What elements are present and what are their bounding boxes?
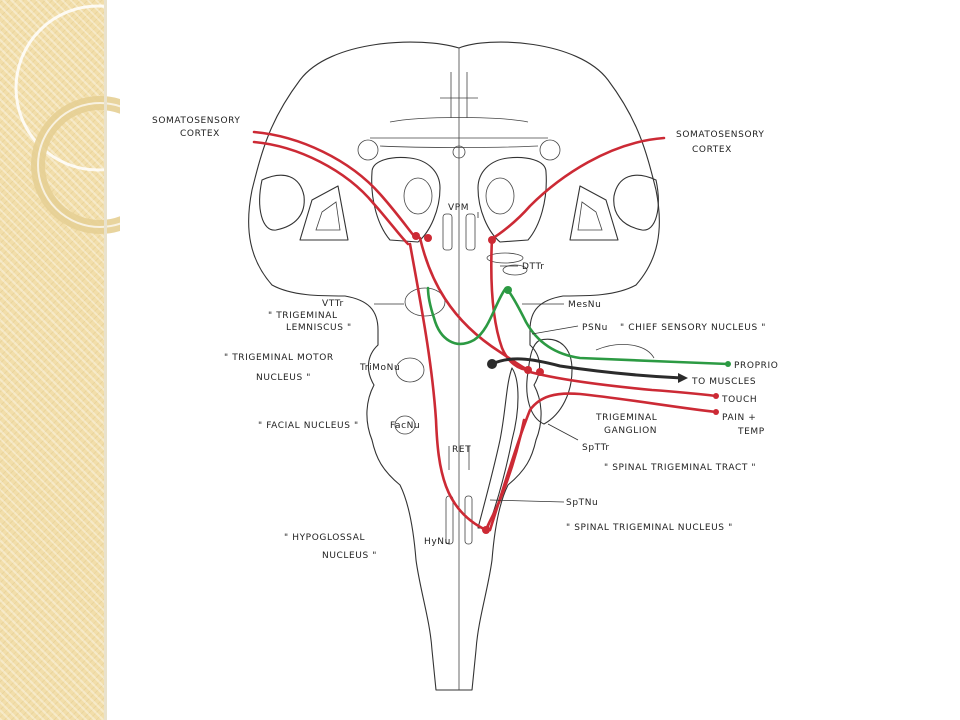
pain-receptor <box>713 409 719 415</box>
brain-outline <box>248 41 660 691</box>
slide-edge <box>104 0 107 720</box>
pathway-motor <box>490 357 684 380</box>
label-facnu: FacNu <box>390 421 420 431</box>
label-pain-temp-1: PAIN + <box>722 413 756 423</box>
label-to-muscles: TO MUSCLES <box>691 377 756 387</box>
proprio-receptor <box>725 361 731 367</box>
label-spttr: SpTTr <box>582 443 610 453</box>
pathway-left-cortex-2 <box>252 140 410 246</box>
label-somato-left-1: SOMATOSENSORY <box>152 116 241 126</box>
label-pain-temp-2: TEMP <box>737 427 765 437</box>
vpm-right-neuron <box>488 236 496 244</box>
pathway-vpm-to-psnu <box>490 236 532 372</box>
sptnu-neuron <box>482 526 490 534</box>
label-proprio: PROPRIO <box>734 361 778 371</box>
label-somato-right-2: CORTEX <box>692 145 732 155</box>
label-mesnu: MesNu <box>568 300 601 310</box>
label-trigeminal-ganglion-2: GANGLION <box>604 426 657 436</box>
sensory-pathways <box>252 130 719 534</box>
label-vpm: VPM <box>448 203 469 213</box>
label-vttr: VTTr <box>322 299 344 309</box>
label-hynu: HyNu <box>424 537 451 547</box>
label-somato-right-1: SOMATOSENSORY <box>676 130 765 140</box>
label-trimonu: TriMoNu <box>359 363 400 373</box>
trimonu-neuron <box>487 359 497 369</box>
pathway-right-cortex <box>488 136 666 242</box>
label-trigeminal-ganglion-1: TRIGEMINAL <box>595 413 657 423</box>
proprioceptive-pathway <box>426 286 731 367</box>
label-trigeminal-lemniscus-1: " TRIGEMINAL <box>268 311 338 321</box>
psnu-neuron <box>524 366 532 374</box>
vpm-left-neuron-2 <box>424 234 432 242</box>
label-hypoglossal-2: NUCLEUS " <box>322 551 377 561</box>
label-dttr: DTTr <box>522 262 545 272</box>
label-ret: RET <box>452 445 471 455</box>
motor-pathway <box>487 357 688 383</box>
motor-arrowhead <box>678 373 688 383</box>
label-spinal-trigeminal-nucleus: " SPINAL TRIGEMINAL NUCLEUS " <box>566 523 733 533</box>
label-chief-sensory: " CHIEF SENSORY NUCLEUS " <box>620 323 766 333</box>
leader-lines <box>374 212 579 503</box>
pathway-touch <box>528 370 718 398</box>
pathway-pain-temp <box>488 392 718 532</box>
touch-receptor <box>713 393 719 399</box>
pathway-vpm-to-sptnu <box>408 242 488 532</box>
label-spinal-trigeminal-tract: " SPINAL TRIGEMINAL TRACT " <box>604 463 756 473</box>
label-trigeminal-lemniscus-2: LEMNISCUS " <box>286 323 352 333</box>
label-touch: TOUCH <box>721 395 757 405</box>
label-psnu: PSNu <box>582 323 608 333</box>
label-trigeminal-motor-2: NUCLEUS " <box>256 373 311 383</box>
label-trigeminal-motor-1: " TRIGEMINAL MOTOR <box>224 353 334 363</box>
label-sptnu: SpTNu <box>566 498 598 508</box>
decorative-rings <box>14 4 120 234</box>
psnu-neuron-2 <box>536 368 544 376</box>
mesnu-neuron <box>504 286 512 294</box>
label-facial-nucleus: " FACIAL NUCLEUS " <box>258 421 359 431</box>
labels: SOMATOSENSORY CORTEX SOMATOSENSORY CORTE… <box>152 116 778 561</box>
label-hypoglossal-1: " HYPOGLOSSAL <box>284 533 365 543</box>
pathway-crossing <box>418 236 530 372</box>
vpm-left-neuron <box>412 232 420 240</box>
label-somato-left-2: CORTEX <box>180 129 220 139</box>
pathway-left-cortex-1 <box>252 130 416 238</box>
